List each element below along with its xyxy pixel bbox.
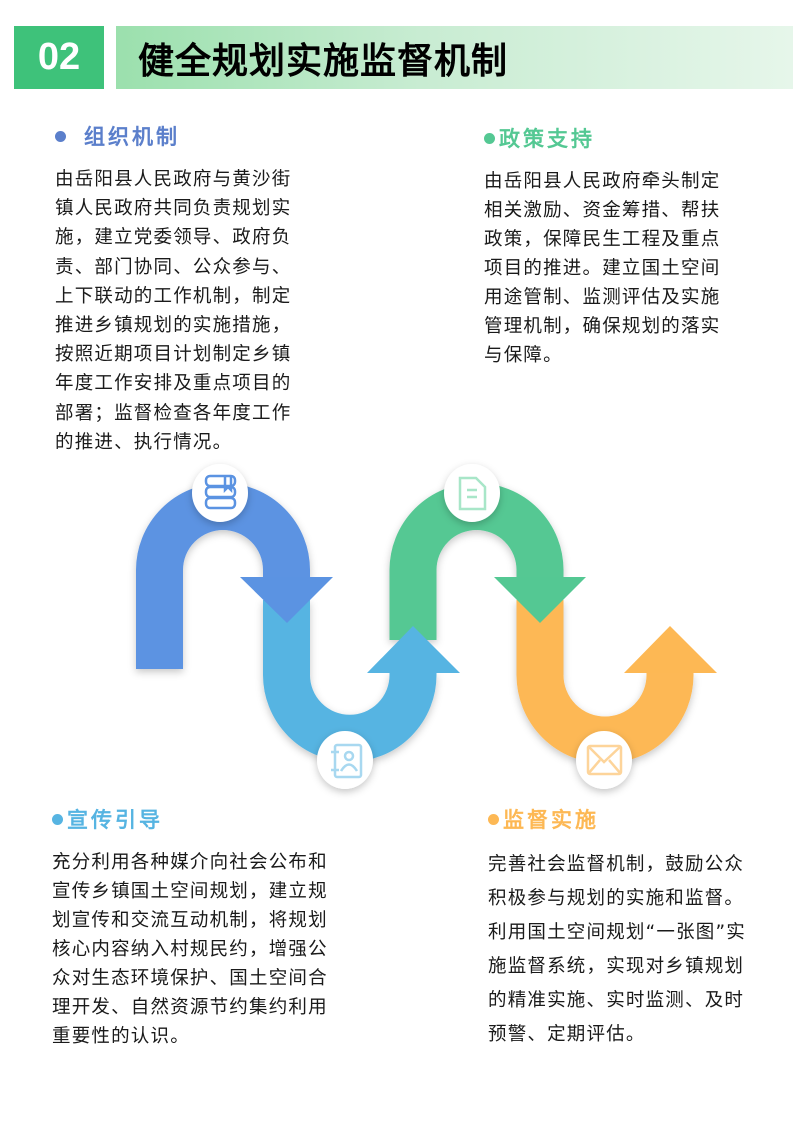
blue-arrowhead xyxy=(240,577,333,623)
section-title-text: 政策支持 xyxy=(499,127,595,151)
section-body: 由岳阳县人民政府牵头制定相关激励、资金筹措、帮扶政策，保障民生工程及重点项目的推… xyxy=(484,167,720,370)
body-line: 推进乡镇规划的实施措施， xyxy=(55,315,292,337)
body-line: 部署；监督检查各年度工作 xyxy=(55,402,292,424)
section-title-text: 组织机制 xyxy=(84,125,180,149)
body-line: 由岳阳县人民政府与黄沙街 xyxy=(55,169,292,190)
body-line: 理开发、自然资源节约集约利用 xyxy=(52,997,328,1018)
body-line: 相关激励、资金筹措、帮扶 xyxy=(484,200,721,221)
body-line: 利用国土空间规划“一张图”实 xyxy=(488,922,746,943)
body-line: 的推进、执行情况。 xyxy=(55,431,233,453)
body-line: 施，建立党委领导、政府负 xyxy=(55,227,292,249)
section-title: 组织机制 xyxy=(55,121,291,151)
document-icon xyxy=(444,464,500,522)
body-line: 充分利用各种媒介向社会公布和 xyxy=(52,852,328,873)
body-line: 上下联动的工作机制，制定 xyxy=(55,285,292,307)
contact-book-icon xyxy=(317,731,373,789)
section-title-text: 宣传引导 xyxy=(67,808,163,832)
section-publicity: 宣传引导充分利用各种媒介向社会公布和宣传乡镇国土空间规划，建立规划宣传和交流互动… xyxy=(52,804,328,1051)
bullet-dot xyxy=(52,813,63,825)
body-line: 用途管制、监测评估及实施 xyxy=(484,287,721,308)
body-line: 的精准实施、实时监测、及时 xyxy=(488,990,745,1011)
section-organization: 组织机制由岳阳县人民政府与黄沙街镇人民政府共同负责规划实施，建立党委领导、政府负… xyxy=(55,121,291,457)
page-title: 健全规划实施监督机制 xyxy=(138,40,509,82)
title-bar: 健全规划实施监督机制 xyxy=(116,26,793,89)
body-line: 众对生态环境保护、国土空间合 xyxy=(52,968,328,989)
bullet-dot xyxy=(488,813,499,825)
body-line: 由岳阳县人民政府牵头制定 xyxy=(484,171,721,192)
section-number: 02 xyxy=(14,26,104,89)
section-title: 监督实施 xyxy=(488,804,746,834)
body-line: 年度工作安排及重点项目的 xyxy=(55,373,292,395)
section-title-text: 监督实施 xyxy=(503,808,599,832)
body-line: 施监督系统，实现对乡镇规划 xyxy=(488,956,745,977)
section-title: 宣传引导 xyxy=(52,804,328,834)
body-line: 完善社会监督机制，鼓励公众 xyxy=(488,854,745,875)
bullet-dot xyxy=(484,132,495,144)
body-line: 管理机制，确保规划的落实 xyxy=(484,316,721,337)
body-line: 核心内容纳入村规民约，增强公 xyxy=(52,939,328,960)
bullet-dot xyxy=(55,130,66,142)
body-line: 积极参与规划的实施和监督。 xyxy=(488,888,745,909)
body-line: 政策，保障民生工程及重点 xyxy=(484,229,721,250)
body-line: 划宣传和交流互动机制，将规划 xyxy=(52,910,328,931)
body-line: 预警、定期评估。 xyxy=(488,1024,646,1045)
section-supervision: 监督实施完善社会监督机制，鼓励公众积极参与规划的实施和监督。利用国土空间规划“一… xyxy=(488,804,746,1052)
books-icon xyxy=(192,464,248,522)
section-body: 完善社会监督机制，鼓励公众积极参与规划的实施和监督。利用国土空间规划“一张图”实… xyxy=(488,848,746,1052)
body-line: 宣传乡镇国土空间规划，建立规 xyxy=(52,881,328,902)
orange-arrowhead xyxy=(624,626,717,673)
section-title: 政策支持 xyxy=(484,123,720,153)
body-line: 镇人民政府共同负责规划实 xyxy=(55,198,292,220)
body-line: 按照近期项目计划制定乡镇 xyxy=(55,344,292,366)
section-body: 由岳阳县人民政府与黄沙街镇人民政府共同负责规划实施，建立党委领导、政府负责、部门… xyxy=(55,165,291,457)
body-line: 与保障。 xyxy=(484,345,563,366)
envelope-icon xyxy=(576,731,632,789)
section-body: 充分利用各种媒介向社会公布和宣传乡镇国土空间规划，建立规划宣传和交流互动机制，将… xyxy=(52,848,328,1051)
lightblue-arrowhead xyxy=(367,626,460,673)
green-arrowhead xyxy=(494,577,586,623)
body-line: 责、部门协同、公众参与、 xyxy=(55,256,292,278)
body-line: 重要性的认识。 xyxy=(52,1026,190,1047)
section-policy-support: 政策支持由岳阳县人民政府牵头制定相关激励、资金筹措、帮扶政策，保障民生工程及重点… xyxy=(484,123,720,370)
body-line: 项目的推进。建立国土空间 xyxy=(484,258,721,279)
